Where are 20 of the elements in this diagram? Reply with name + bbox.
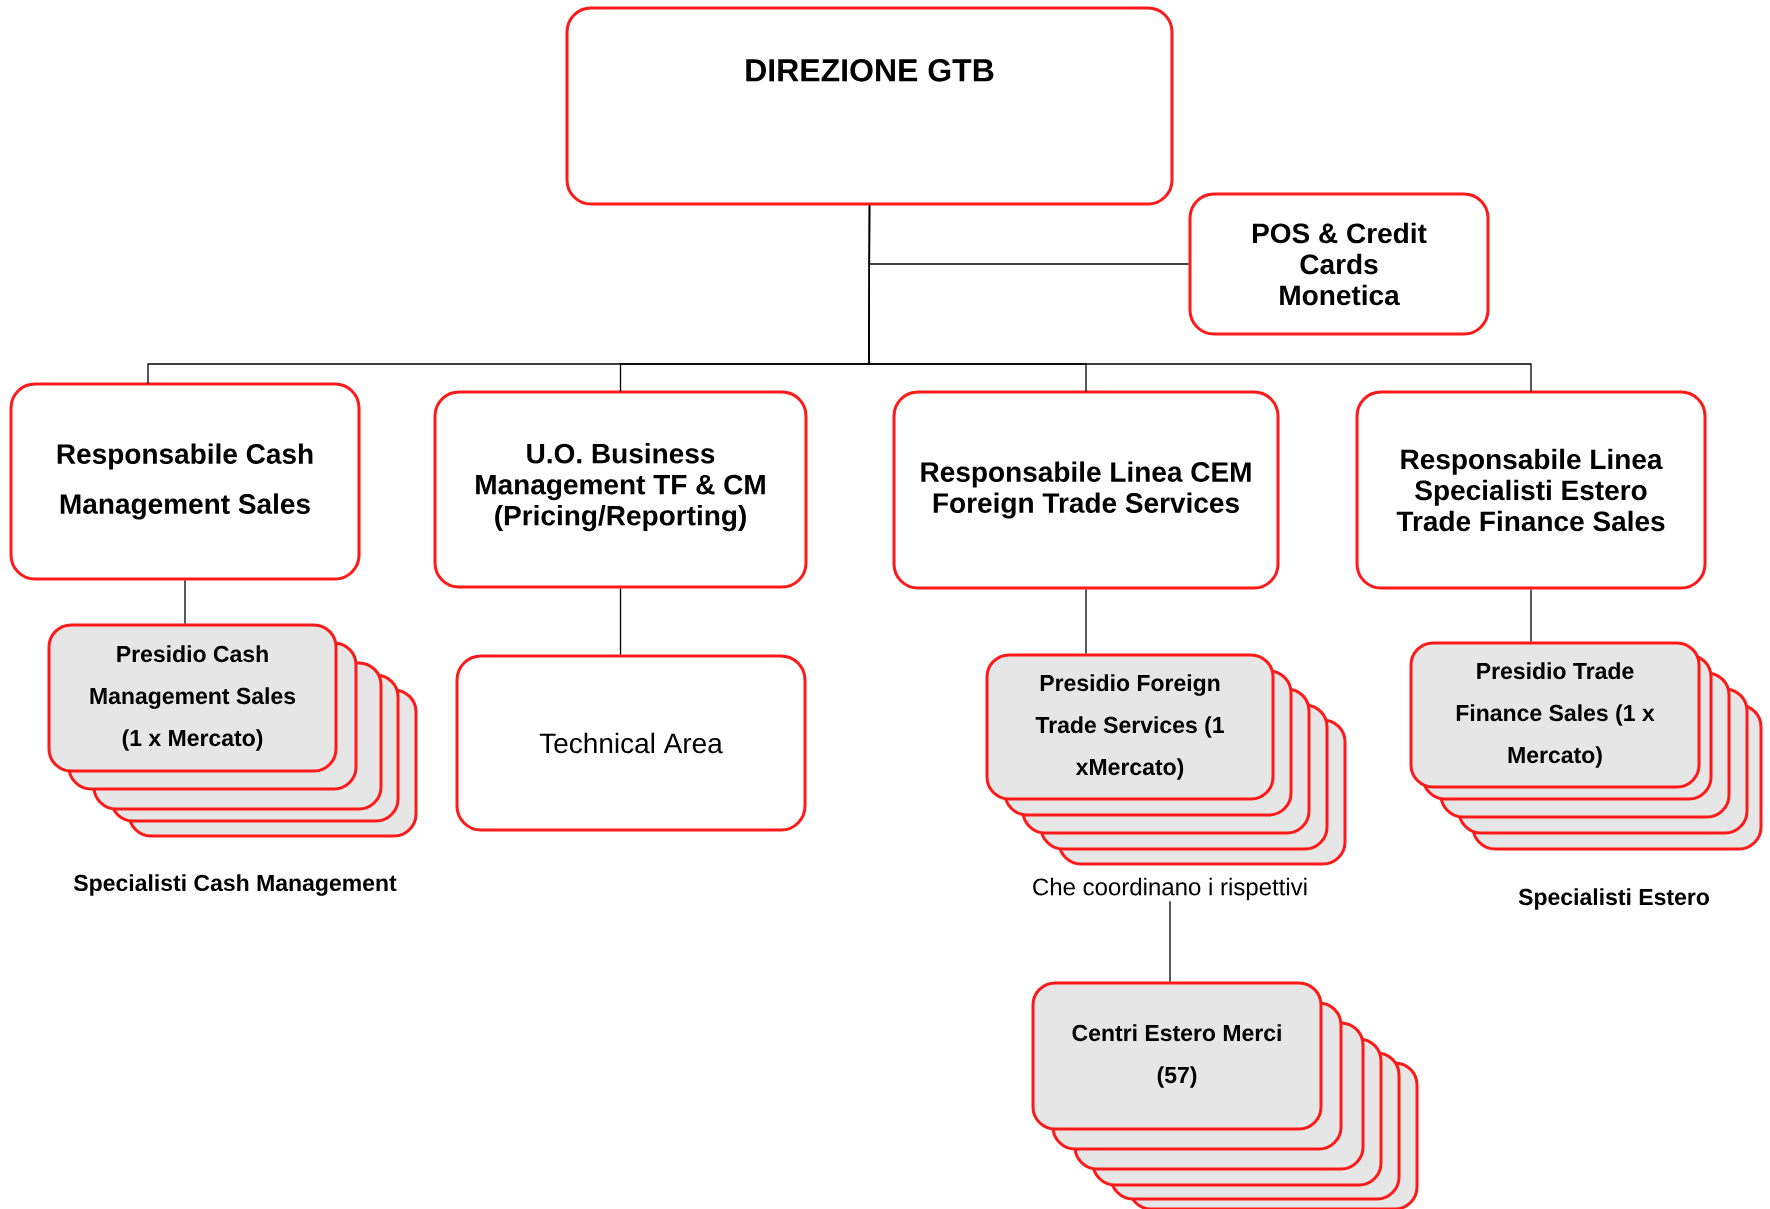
group-caption: Specialisti Estero <box>1518 888 1709 910</box>
connector-line <box>1530 588 1532 643</box>
connector-line <box>619 587 622 656</box>
group-caption: Specialisti Cash Management <box>74 874 397 896</box>
org-card: Presidio Cash Management Sales (1 x Mercato) <box>47 623 338 773</box>
org-box: Responsabile Linea Specialisti Estero Trade Finance Sales <box>1355 390 1707 590</box>
org-box: Technical Area <box>455 654 807 832</box>
connector-line <box>1085 588 1087 655</box>
connector-line <box>184 579 186 625</box>
org-box: U.O. Business Management TF & CM (Pricing/Reporting) <box>433 390 808 589</box>
org-card: Centri Estero Merci (57) <box>1031 981 1323 1131</box>
org-box: Responsabile Linea CEM Foreign Trade Services <box>892 390 1280 590</box>
org-box: DIREZIONE GTB <box>565 6 1174 206</box>
note-text: Che coordinano i rispettivi <box>1030 876 1310 902</box>
org-box: POS & Credit Cards Monetica <box>1188 192 1490 336</box>
connector-line <box>1169 900 1171 983</box>
org-box: Responsabile Cash Management Sales <box>9 382 361 581</box>
connector-line <box>868 204 1532 393</box>
org-card: Presidio Trade Finance Sales (1 x Mercato) <box>1409 641 1701 789</box>
org-card: Presidio Foreign Trade Services (1 xMercato) <box>985 653 1275 801</box>
